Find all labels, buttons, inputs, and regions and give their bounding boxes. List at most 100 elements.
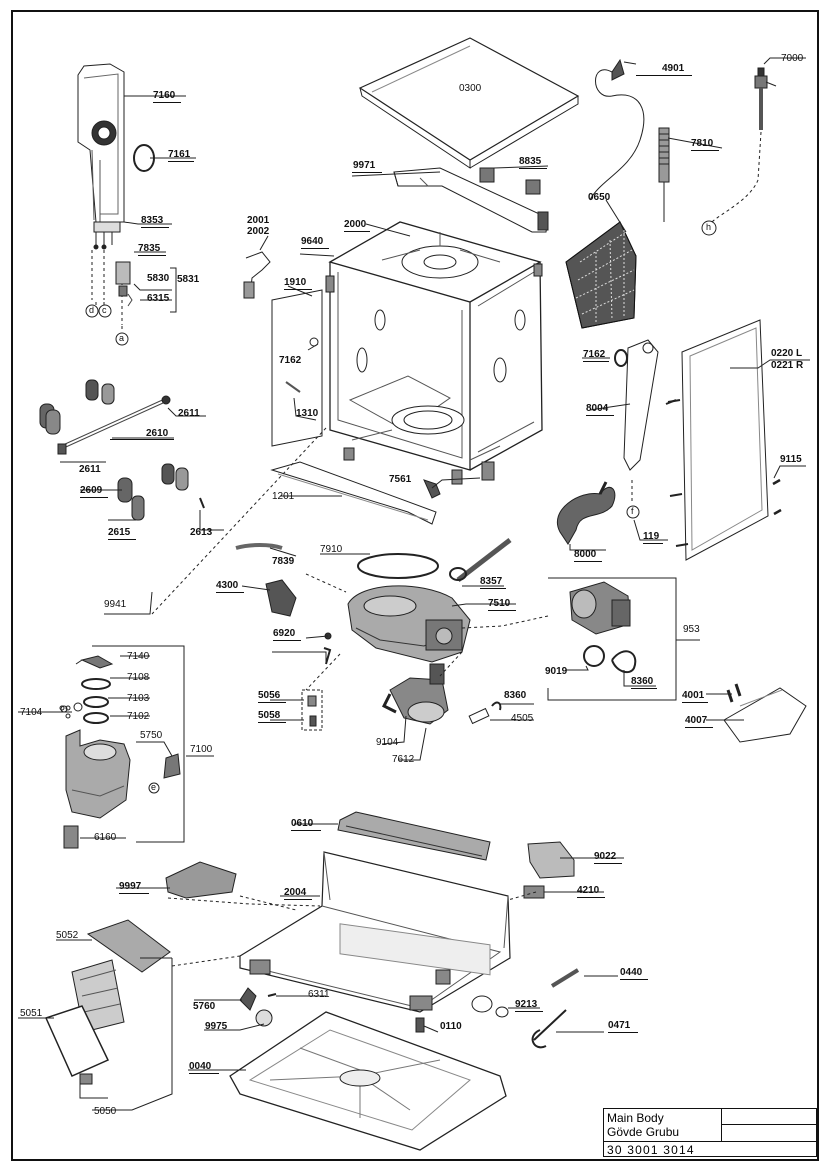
clip-6315	[127, 293, 133, 307]
label-1910: 1910	[284, 277, 307, 288]
label-5760: 5760	[193, 1001, 216, 1012]
label-5050: 5050	[94, 1106, 117, 1117]
label-0440: 0440	[620, 967, 643, 978]
label-6311: 6311	[308, 989, 330, 1000]
label-9115: 9115	[780, 454, 802, 465]
label-5051: 5051	[20, 1008, 43, 1019]
label-2609: 2609	[80, 485, 103, 496]
label-0650: 0650	[588, 192, 611, 203]
drain-pump-7612	[381, 663, 449, 725]
part-4210	[523, 885, 545, 899]
underline-9997	[119, 893, 149, 894]
latch-7561	[423, 479, 441, 499]
underline-8360-right	[631, 688, 657, 689]
float-4007	[723, 687, 807, 743]
label-0300: 0300	[459, 83, 482, 94]
dashed-leads-7835	[91, 250, 123, 325]
label-2615: 2615	[108, 527, 131, 538]
grommet-7162-right	[614, 349, 628, 367]
sensor-7000	[711, 67, 777, 223]
part-4300	[265, 579, 297, 617]
label-7835: 7835	[138, 243, 161, 254]
hose-8000	[557, 486, 616, 545]
tub-frame-2000	[325, 221, 543, 485]
underline-5058	[258, 722, 286, 723]
label-8004: 8004	[586, 403, 609, 414]
label-119: 119	[643, 531, 660, 542]
underline-4901	[636, 75, 692, 76]
label-9941: 9941	[104, 599, 127, 610]
label-9213: 9213	[515, 999, 538, 1010]
underline-4300	[216, 592, 244, 593]
label-7561: 7561	[389, 474, 412, 485]
label-7102: 7102	[127, 711, 150, 722]
underline-5056	[258, 702, 286, 703]
frame-5051	[44, 1005, 110, 1077]
screws-4001	[726, 683, 742, 703]
part-number: 30 3001 3014	[607, 1143, 695, 1157]
title-empty-cell-2	[722, 1125, 816, 1142]
label-5750: 5750	[140, 730, 163, 741]
label-0110: 0110	[440, 1021, 462, 1032]
valve-5750	[163, 753, 181, 779]
door-control-unit	[77, 63, 125, 250]
front-rail-1201	[270, 461, 437, 525]
roller-parts-2609	[117, 463, 205, 521]
label-7810: 7810	[691, 138, 714, 149]
marker-d: d	[89, 305, 95, 315]
side-panel-1910	[271, 289, 323, 447]
underline-4001	[682, 702, 708, 703]
top-cover-panel	[358, 37, 580, 169]
label-8835: 8835	[519, 156, 542, 167]
underline-8357	[480, 588, 506, 589]
label-9104: 9104	[376, 737, 399, 748]
disc-0440	[471, 995, 493, 1013]
underline-7162-right	[583, 361, 609, 362]
marker-f: f	[631, 506, 634, 516]
water-softener-7100	[59, 655, 131, 849]
clip-8360	[491, 701, 502, 711]
label-7103: 7103	[127, 693, 150, 704]
label-2004: 2004	[284, 887, 307, 898]
underline-0440	[620, 979, 648, 980]
label-2611-bottom: 2611	[79, 464, 101, 475]
part-6311	[267, 993, 277, 997]
label-7162-right: 7162	[583, 349, 606, 360]
cable-4901-plug	[611, 58, 625, 81]
label-2613: 2613	[190, 527, 213, 538]
label-7839: 7839	[272, 556, 295, 567]
label-5052: 5052	[56, 930, 79, 941]
label-4901: 4901	[662, 63, 685, 74]
label-5831: 5831	[177, 274, 200, 285]
label-8360-right: 8360	[631, 676, 654, 687]
underline-6920	[273, 640, 301, 641]
underline-9022	[594, 863, 622, 864]
label-8360-center: 8360	[504, 690, 527, 701]
base-frame-2004	[239, 851, 511, 1013]
screws-9115	[772, 478, 782, 516]
underline-119	[643, 543, 663, 544]
underline-9971	[352, 172, 382, 173]
bracket-2001-foot	[243, 281, 255, 299]
label-0040: 0040	[189, 1061, 212, 1072]
label-2610: 2610	[146, 428, 169, 439]
reference-marker-circles	[60, 220, 717, 794]
connector-7835	[115, 261, 131, 297]
label-2002: 2002	[247, 226, 270, 237]
cable-0471	[531, 1009, 567, 1049]
foot-0110	[415, 1017, 425, 1033]
marker-e: e	[151, 782, 157, 792]
title-main-body: Main Body	[607, 1111, 664, 1125]
label-4300: 4300	[216, 580, 239, 591]
label-2001: 2001	[247, 215, 270, 226]
bracket-5052	[86, 919, 171, 973]
drawing-frame	[11, 10, 819, 1161]
underline-7835	[138, 255, 166, 256]
title-govde-grubu: Gövde Grubu	[607, 1125, 680, 1139]
label-6315: 6315	[147, 293, 170, 304]
clamp-8360	[611, 650, 637, 674]
label-9022: 9022	[594, 851, 617, 862]
underline-7161	[168, 161, 194, 162]
side-panel-0220	[681, 319, 769, 561]
label-9019: 9019	[545, 666, 568, 677]
